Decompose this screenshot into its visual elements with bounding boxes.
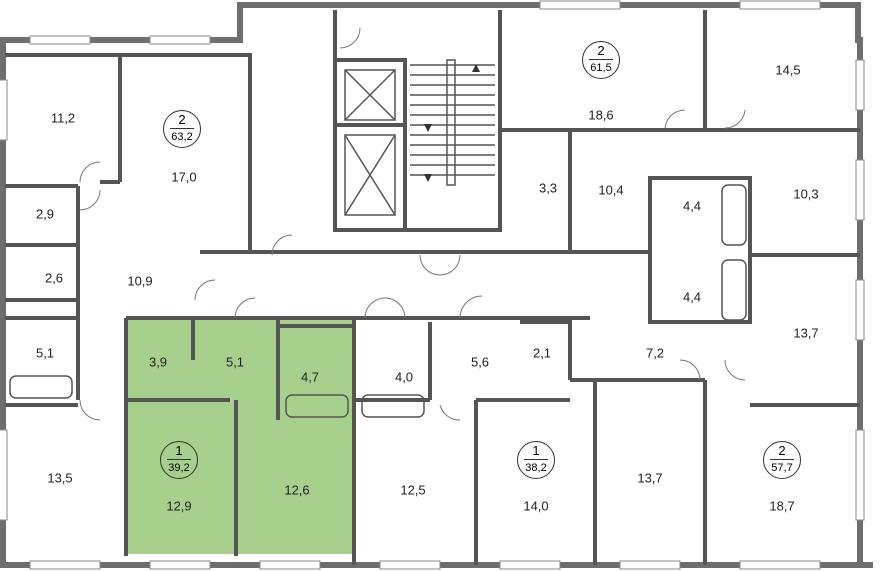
window-13 bbox=[499, 560, 561, 570]
room-area: 10,9 bbox=[127, 273, 153, 289]
window-10 bbox=[149, 560, 211, 570]
door-12 bbox=[724, 359, 746, 381]
wall-right-4 bbox=[648, 176, 752, 324]
wall-left-1 bbox=[5, 53, 252, 250]
room-area: 13,7 bbox=[637, 470, 663, 486]
apartment-badge-c[interactable]: 1 39,2 bbox=[160, 441, 198, 479]
stair-arrow-down-2 bbox=[424, 174, 432, 182]
apartment-area: 61,5 bbox=[590, 62, 612, 74]
room-area: 12,9 bbox=[166, 498, 192, 514]
apartment-badge-a[interactable]: 2 63,2 bbox=[163, 110, 201, 148]
room-area: 17,0 bbox=[171, 169, 197, 185]
window-1 bbox=[29, 35, 91, 45]
room-area: 4,4 bbox=[682, 198, 702, 214]
window-15 bbox=[739, 560, 821, 570]
door-10 bbox=[459, 295, 483, 319]
room-area: 10,3 bbox=[793, 186, 819, 202]
room-area: 4,0 bbox=[394, 369, 414, 385]
window-7 bbox=[855, 279, 865, 341]
door-11 bbox=[679, 359, 701, 381]
room-area: 3,9 bbox=[148, 354, 168, 370]
room-area: 11,2 bbox=[50, 110, 76, 126]
door-15 bbox=[234, 297, 256, 319]
room-area: 4,4 bbox=[682, 289, 702, 305]
apartment-area: 57,7 bbox=[771, 462, 793, 474]
stair-arrow-down-1 bbox=[424, 124, 432, 132]
elevator-shaft-2-cross bbox=[344, 134, 396, 216]
room-area: 12,6 bbox=[284, 482, 310, 498]
door-13 bbox=[79, 399, 101, 421]
apartment-area: 39,2 bbox=[168, 462, 190, 474]
door-1 bbox=[79, 161, 101, 183]
apartment-badge-b[interactable]: 2 61,5 bbox=[582, 41, 620, 79]
highlighted-apartment[interactable] bbox=[126, 318, 354, 554]
window-11 bbox=[259, 560, 321, 570]
door-7 bbox=[664, 109, 686, 129]
window-17 bbox=[0, 429, 8, 521]
window-5 bbox=[855, 59, 865, 111]
stair-rail bbox=[446, 59, 456, 186]
bathtub-4 bbox=[721, 184, 747, 246]
room-area: 18,6 bbox=[588, 107, 614, 123]
apartment-rooms: 2 bbox=[770, 443, 794, 460]
window-9 bbox=[29, 560, 101, 570]
stairs bbox=[410, 64, 495, 176]
door-14 bbox=[439, 404, 461, 421]
room-area: 4,7 bbox=[300, 369, 320, 385]
room-area: 3,3 bbox=[538, 180, 558, 196]
room-area: 2,9 bbox=[35, 206, 55, 222]
window-4 bbox=[739, 0, 821, 10]
room-area: 5,1 bbox=[35, 345, 55, 361]
core-wall-1 bbox=[333, 10, 502, 232]
room-area: 12,5 bbox=[400, 482, 426, 498]
window-16 bbox=[0, 79, 8, 141]
apartment-badge-d[interactable]: 1 38,2 bbox=[517, 441, 555, 479]
door-2 bbox=[79, 189, 101, 211]
bathtub-2 bbox=[285, 394, 349, 418]
window-6 bbox=[855, 159, 865, 221]
apartment-rooms: 2 bbox=[589, 43, 613, 60]
bathtub-5 bbox=[721, 259, 747, 321]
wall-mid-3 bbox=[520, 320, 572, 380]
window-8 bbox=[855, 429, 865, 521]
room-area: 13,5 bbox=[47, 470, 73, 486]
door-3 bbox=[194, 279, 216, 301]
room-area: 10,4 bbox=[598, 182, 624, 198]
door-5 bbox=[419, 254, 461, 276]
window-12 bbox=[379, 560, 441, 570]
window-14 bbox=[619, 560, 681, 570]
room-area: 7,2 bbox=[645, 345, 665, 361]
room-area: 14,5 bbox=[775, 62, 801, 78]
elevator-shaft-1-cross bbox=[344, 69, 396, 121]
apartment-rooms: 1 bbox=[524, 443, 548, 460]
apartment-area: 38,2 bbox=[525, 462, 547, 474]
room-area: 13,7 bbox=[793, 325, 819, 341]
apartment-rooms: 1 bbox=[167, 443, 191, 460]
apartment-area: 63,2 bbox=[171, 131, 193, 143]
window-2 bbox=[149, 35, 211, 45]
room-area: 5,1 bbox=[225, 354, 245, 370]
room-area: 2,6 bbox=[44, 270, 64, 286]
room-area: 2,1 bbox=[532, 345, 552, 361]
elevator-shaft-2 bbox=[344, 134, 396, 216]
elevator-shaft-1 bbox=[344, 69, 396, 121]
stair-arrow-up bbox=[472, 64, 480, 72]
apartment-badge-e[interactable]: 2 57,7 bbox=[763, 441, 801, 479]
room-area: 18,7 bbox=[769, 498, 795, 514]
outer-wall-top bbox=[0, 2, 861, 43]
core-wall-2 bbox=[335, 58, 407, 230]
door-6 bbox=[339, 27, 361, 49]
bathtub-1 bbox=[9, 375, 73, 399]
window-3 bbox=[539, 0, 621, 10]
room-area: 14,0 bbox=[523, 498, 549, 514]
door-9 bbox=[364, 297, 406, 319]
room-area: 5,6 bbox=[470, 354, 490, 370]
door-8 bbox=[724, 109, 746, 129]
bathtub-3 bbox=[361, 394, 425, 418]
apartment-rooms: 2 bbox=[170, 112, 194, 129]
door-4 bbox=[271, 234, 293, 256]
